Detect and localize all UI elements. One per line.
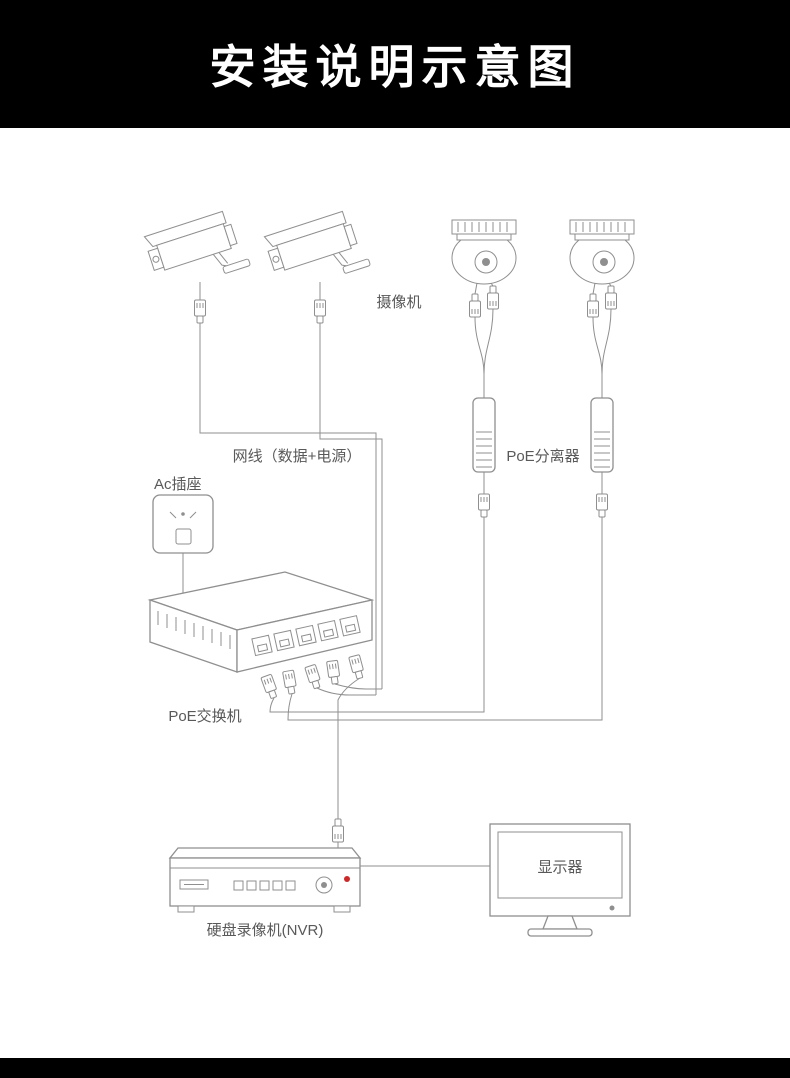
nvr-icon xyxy=(168,847,362,913)
rj45-plug-icon xyxy=(194,299,206,324)
dome-camera-1-icon xyxy=(451,219,517,285)
rj45-plug-icon xyxy=(478,493,490,518)
bullet-camera-2-icon xyxy=(262,207,371,295)
cable-dome2-pigtail-left xyxy=(592,282,596,295)
ethernet-port-icon xyxy=(317,620,339,642)
cable-bullet-camera-1 xyxy=(199,323,377,695)
poe-splitter-2-icon xyxy=(590,397,614,473)
outlet-label: Ac插座 xyxy=(154,476,202,493)
cable-switch-port3 xyxy=(316,687,376,696)
splitter-label: PoE分离器 xyxy=(506,448,579,465)
installation-diagram: 摄像机 网线（数据+电源） PoE分离器 Ac插座 PoE交换机 硬盘录像机(N… xyxy=(142,207,635,939)
rj45-plug-icon xyxy=(260,673,280,700)
ethernet-port-icon xyxy=(273,629,295,652)
footer-bar xyxy=(0,1058,790,1078)
rj45-plug-icon xyxy=(314,299,326,324)
nvr-label: 硬盘录像机(NVR) xyxy=(207,921,324,939)
cable-splitter2-right xyxy=(601,308,612,375)
cable-splitter1-right xyxy=(483,308,494,375)
rj45-plug-icon xyxy=(469,293,481,318)
ethernet-port-icon xyxy=(295,624,317,647)
ac-outlet-icon xyxy=(152,494,214,554)
cables xyxy=(182,282,612,867)
cable-switch-port4 xyxy=(334,683,382,690)
ethernet-port-icon xyxy=(251,634,273,657)
poe-switch-icon xyxy=(147,571,375,673)
rj45-plug-icon xyxy=(487,285,499,310)
dome-camera-2-icon xyxy=(569,219,635,285)
cable-dome1-pigtail-left xyxy=(474,282,478,295)
cable-switch-to-splitter2 xyxy=(287,517,603,721)
cable-switch-to-splitter1 xyxy=(269,517,485,713)
bullet-camera-1-icon xyxy=(142,207,251,295)
header-banner: 安装说明示意图 xyxy=(0,0,790,128)
rj45-plugs xyxy=(194,285,617,843)
poe-splitter-1-icon xyxy=(472,397,496,473)
rj45-plug-icon xyxy=(332,818,344,843)
cable-bullet-camera-2 xyxy=(319,323,383,689)
cable-label: 网线（数据+电源） xyxy=(233,448,362,465)
rj45-plug-icon xyxy=(348,654,366,681)
rj45-plug-icon xyxy=(326,659,342,686)
rj45-plug-icon xyxy=(596,493,608,518)
cable-splitter2-left xyxy=(592,316,603,375)
nvr-led xyxy=(344,876,350,882)
rj45-plug-icon xyxy=(605,285,617,310)
monitor-label: 显示器 xyxy=(537,859,582,876)
camera-label: 摄像机 xyxy=(376,294,421,311)
cable-splitter1-left xyxy=(474,316,485,375)
monitor-icon xyxy=(489,823,631,937)
rj45-plug-icon xyxy=(282,669,298,696)
ethernet-port-icon xyxy=(339,615,361,637)
cable-switch-to-nvr xyxy=(337,677,361,819)
switch-label: PoE交换机 xyxy=(168,707,241,725)
rj45-plug-icon xyxy=(587,293,599,318)
switch-vents xyxy=(157,611,231,649)
rj45-plug-icon xyxy=(304,663,323,691)
page-title: 安装说明示意图 xyxy=(209,41,581,93)
